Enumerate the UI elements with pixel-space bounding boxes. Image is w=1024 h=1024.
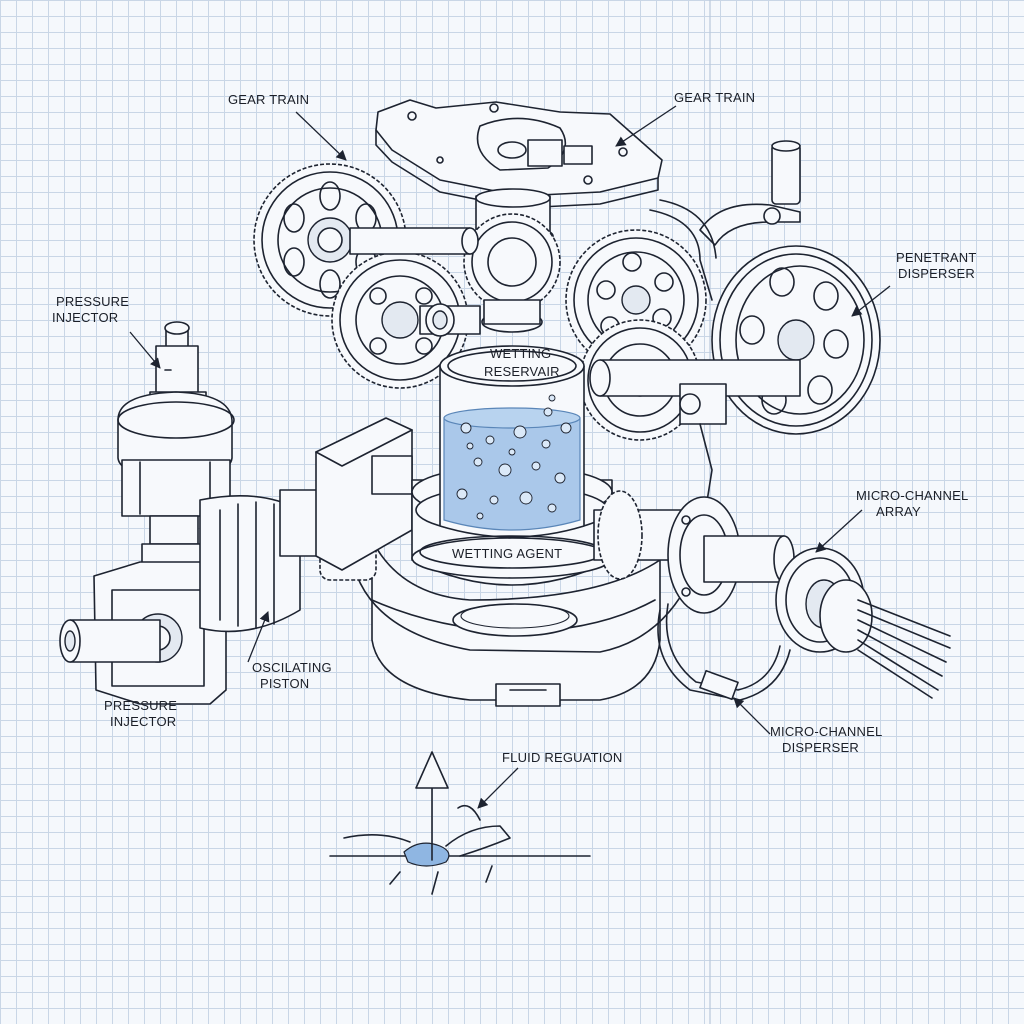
fluid-bubbles (456, 394, 572, 520)
leader-lines (129, 105, 891, 809)
crank-arm (649, 140, 801, 301)
label-penetrant-disperser-1: PENETRANT (896, 250, 977, 265)
label-wetting-reservoir-1: WETTING (490, 346, 551, 361)
label-fluid-regulation: FLUID REGUATION (502, 750, 623, 765)
diagram-labels: GEAR TRAIN GEAR TRAIN PRESSURE INJECTOR … (52, 90, 977, 765)
base-housing (349, 539, 691, 707)
reservoir-bracket-left (315, 417, 413, 571)
gear-shaft-upper-left (349, 227, 481, 337)
top-mounting-plate (375, 99, 663, 247)
label-oscillating-piston-1: OSCILATING (252, 660, 332, 675)
wetting-reservoir (411, 345, 613, 586)
label-micro-channel-array-1: MICRO-CHANNEL (856, 488, 968, 503)
label-gear-train-left: GEAR TRAIN (228, 92, 309, 107)
label-wetting-reservoir-2: RESERVAIR (484, 364, 560, 379)
label-oscillating-piston-2: PISTON (260, 676, 309, 691)
label-penetrant-disperser-2: DISPERSER (898, 266, 975, 281)
label-micro-channel-disperser-2: DISPERSER (782, 740, 859, 755)
label-pressure-injector-bottom-1: PRESSURE (104, 698, 177, 713)
micro-channel-disperser (657, 603, 791, 701)
pressure-injector-upper (117, 321, 235, 581)
penetrant-disperser-wheel (711, 245, 881, 435)
label-pressure-injector-top-1: PRESSURE (56, 294, 129, 309)
micro-channel-array (775, 547, 951, 699)
fluid-regulation-detail (329, 751, 591, 895)
label-micro-channel-array-2: ARRAY (876, 504, 921, 519)
spindle-gear (463, 213, 561, 333)
label-micro-channel-disperser-1: MICRO-CHANNEL (770, 724, 882, 739)
right-drive-shaft (589, 359, 801, 521)
lower-right-shaft (593, 490, 795, 614)
label-gear-train-right: GEAR TRAIN (674, 90, 755, 105)
mid-gear-left (331, 251, 469, 389)
label-wetting-agent: WETTING AGENT (452, 546, 562, 561)
label-pressure-injector-bottom-2: INJECTOR (110, 714, 176, 729)
label-pressure-injector-top-2: INJECTOR (52, 310, 118, 325)
fluid-droplet (403, 842, 450, 867)
